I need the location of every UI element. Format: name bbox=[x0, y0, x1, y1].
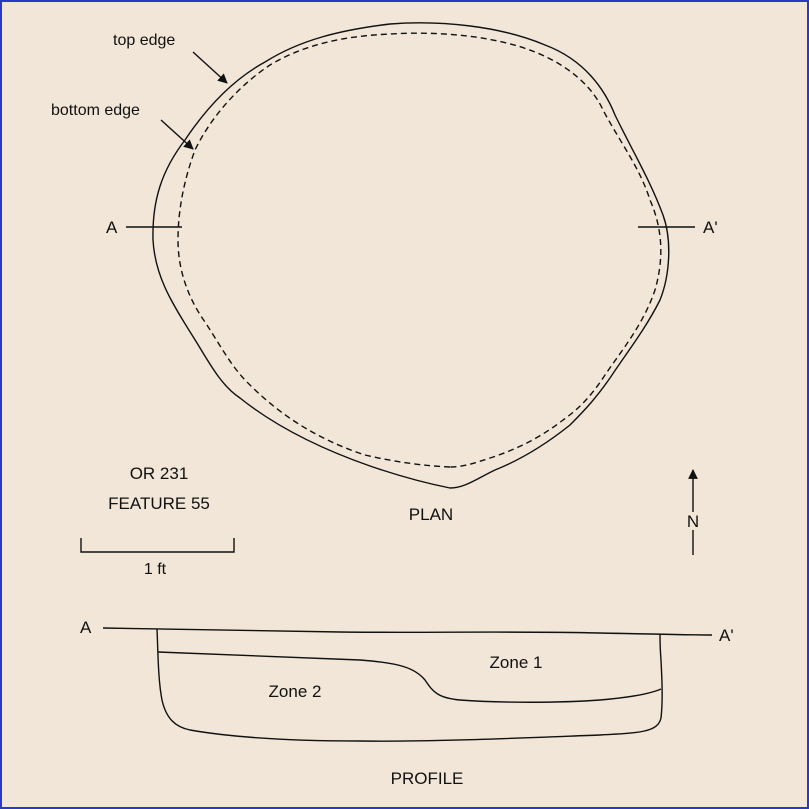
feature-number: FEATURE 55 bbox=[108, 494, 210, 513]
section-label-a: A bbox=[106, 218, 118, 237]
plan-bottom-edge-outline bbox=[177, 32, 662, 468]
profile-pit-outline bbox=[156, 628, 663, 742]
profile-title: PROFILE bbox=[391, 769, 464, 788]
zone-2-label: Zone 2 bbox=[269, 682, 322, 701]
north-label-bg bbox=[686, 512, 700, 530]
scale-bar bbox=[80, 538, 235, 553]
profile-label-a-prime: A' bbox=[719, 626, 734, 645]
profile-surface-line bbox=[102, 627, 713, 636]
bottom-edge-label: bottom edge bbox=[51, 102, 140, 119]
zone-1-label: Zone 1 bbox=[490, 653, 543, 672]
bottom-edge-arrow bbox=[160, 119, 194, 150]
top-edge-arrow bbox=[192, 51, 228, 84]
section-label-a-prime: A' bbox=[703, 218, 718, 237]
site-number: OR 231 bbox=[130, 464, 189, 483]
plan-top-edge-outline bbox=[152, 22, 670, 489]
zone-boundary-upper bbox=[157, 651, 662, 703]
plan-title: PLAN bbox=[409, 505, 453, 524]
north-label: N bbox=[687, 512, 699, 531]
scale-label: 1 ft bbox=[144, 561, 167, 578]
profile-label-a: A bbox=[80, 618, 92, 637]
top-edge-label: top edge bbox=[113, 32, 175, 49]
